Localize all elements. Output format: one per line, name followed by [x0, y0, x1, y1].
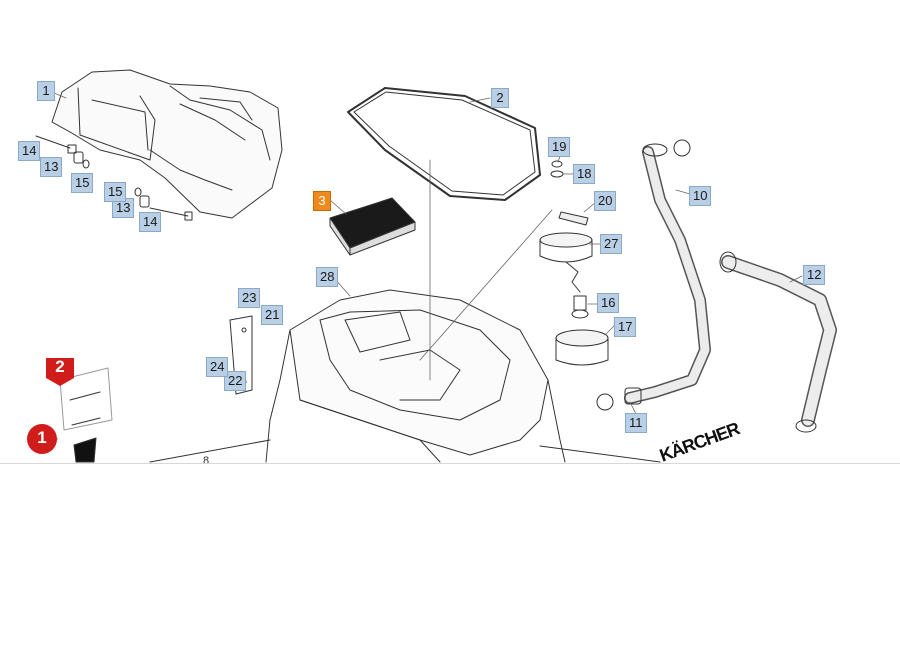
callout-20[interactable]: 20: [594, 191, 617, 211]
detail-insets-drawing: [59, 367, 113, 463]
callout-22[interactable]: 22: [224, 371, 247, 391]
part-10-hose-drawing: [596, 139, 711, 411]
detail-marker-1-label: 1: [37, 428, 47, 447]
callout-17[interactable]: 17: [614, 317, 637, 337]
callout-28[interactable]: 28: [316, 267, 339, 287]
callout-14b[interactable]: 14: [139, 212, 162, 232]
callout-12[interactable]: 12: [803, 265, 826, 285]
callout-13a[interactable]: 13: [40, 157, 63, 177]
callout-23[interactable]: 23: [238, 288, 261, 308]
part-2-gasket-drawing: [347, 87, 541, 201]
callout-24[interactable]: 24: [206, 357, 229, 377]
callout-14a[interactable]: 14: [18, 141, 41, 161]
fasteners-left-drawing: [35, 135, 193, 221]
callout-2[interactable]: 2: [491, 88, 509, 108]
callout-10[interactable]: 10: [689, 186, 712, 206]
detail-marker-2-label: 2: [55, 357, 65, 376]
callout-15b[interactable]: 15: [104, 182, 127, 202]
callout-21[interactable]: 21: [261, 305, 284, 325]
callout-16[interactable]: 16: [597, 293, 620, 313]
main-tank-drawing: [149, 289, 661, 463]
leader-lines: [51, 91, 803, 415]
callout-1[interactable]: 1: [37, 81, 55, 101]
callout-8[interactable]: 8: [203, 455, 210, 467]
callout-27[interactable]: 27: [600, 234, 623, 254]
part-3-filter-drawing: [329, 197, 416, 256]
callout-18[interactable]: 18: [573, 164, 596, 184]
callout-11[interactable]: 11: [625, 413, 647, 433]
blank-lower-area: [0, 463, 900, 647]
parts-right-small-drawing: [539, 160, 609, 366]
callout-15a[interactable]: 15: [71, 173, 94, 193]
detail-marker-1[interactable]: 1: [26, 422, 58, 456]
part-1-cover-drawing: [51, 69, 283, 219]
part-12-hose-drawing: [719, 251, 837, 433]
callout-19[interactable]: 19: [548, 137, 571, 157]
callout-3-highlighted[interactable]: 3: [313, 191, 331, 211]
detail-marker-2[interactable]: 2: [44, 354, 76, 386]
